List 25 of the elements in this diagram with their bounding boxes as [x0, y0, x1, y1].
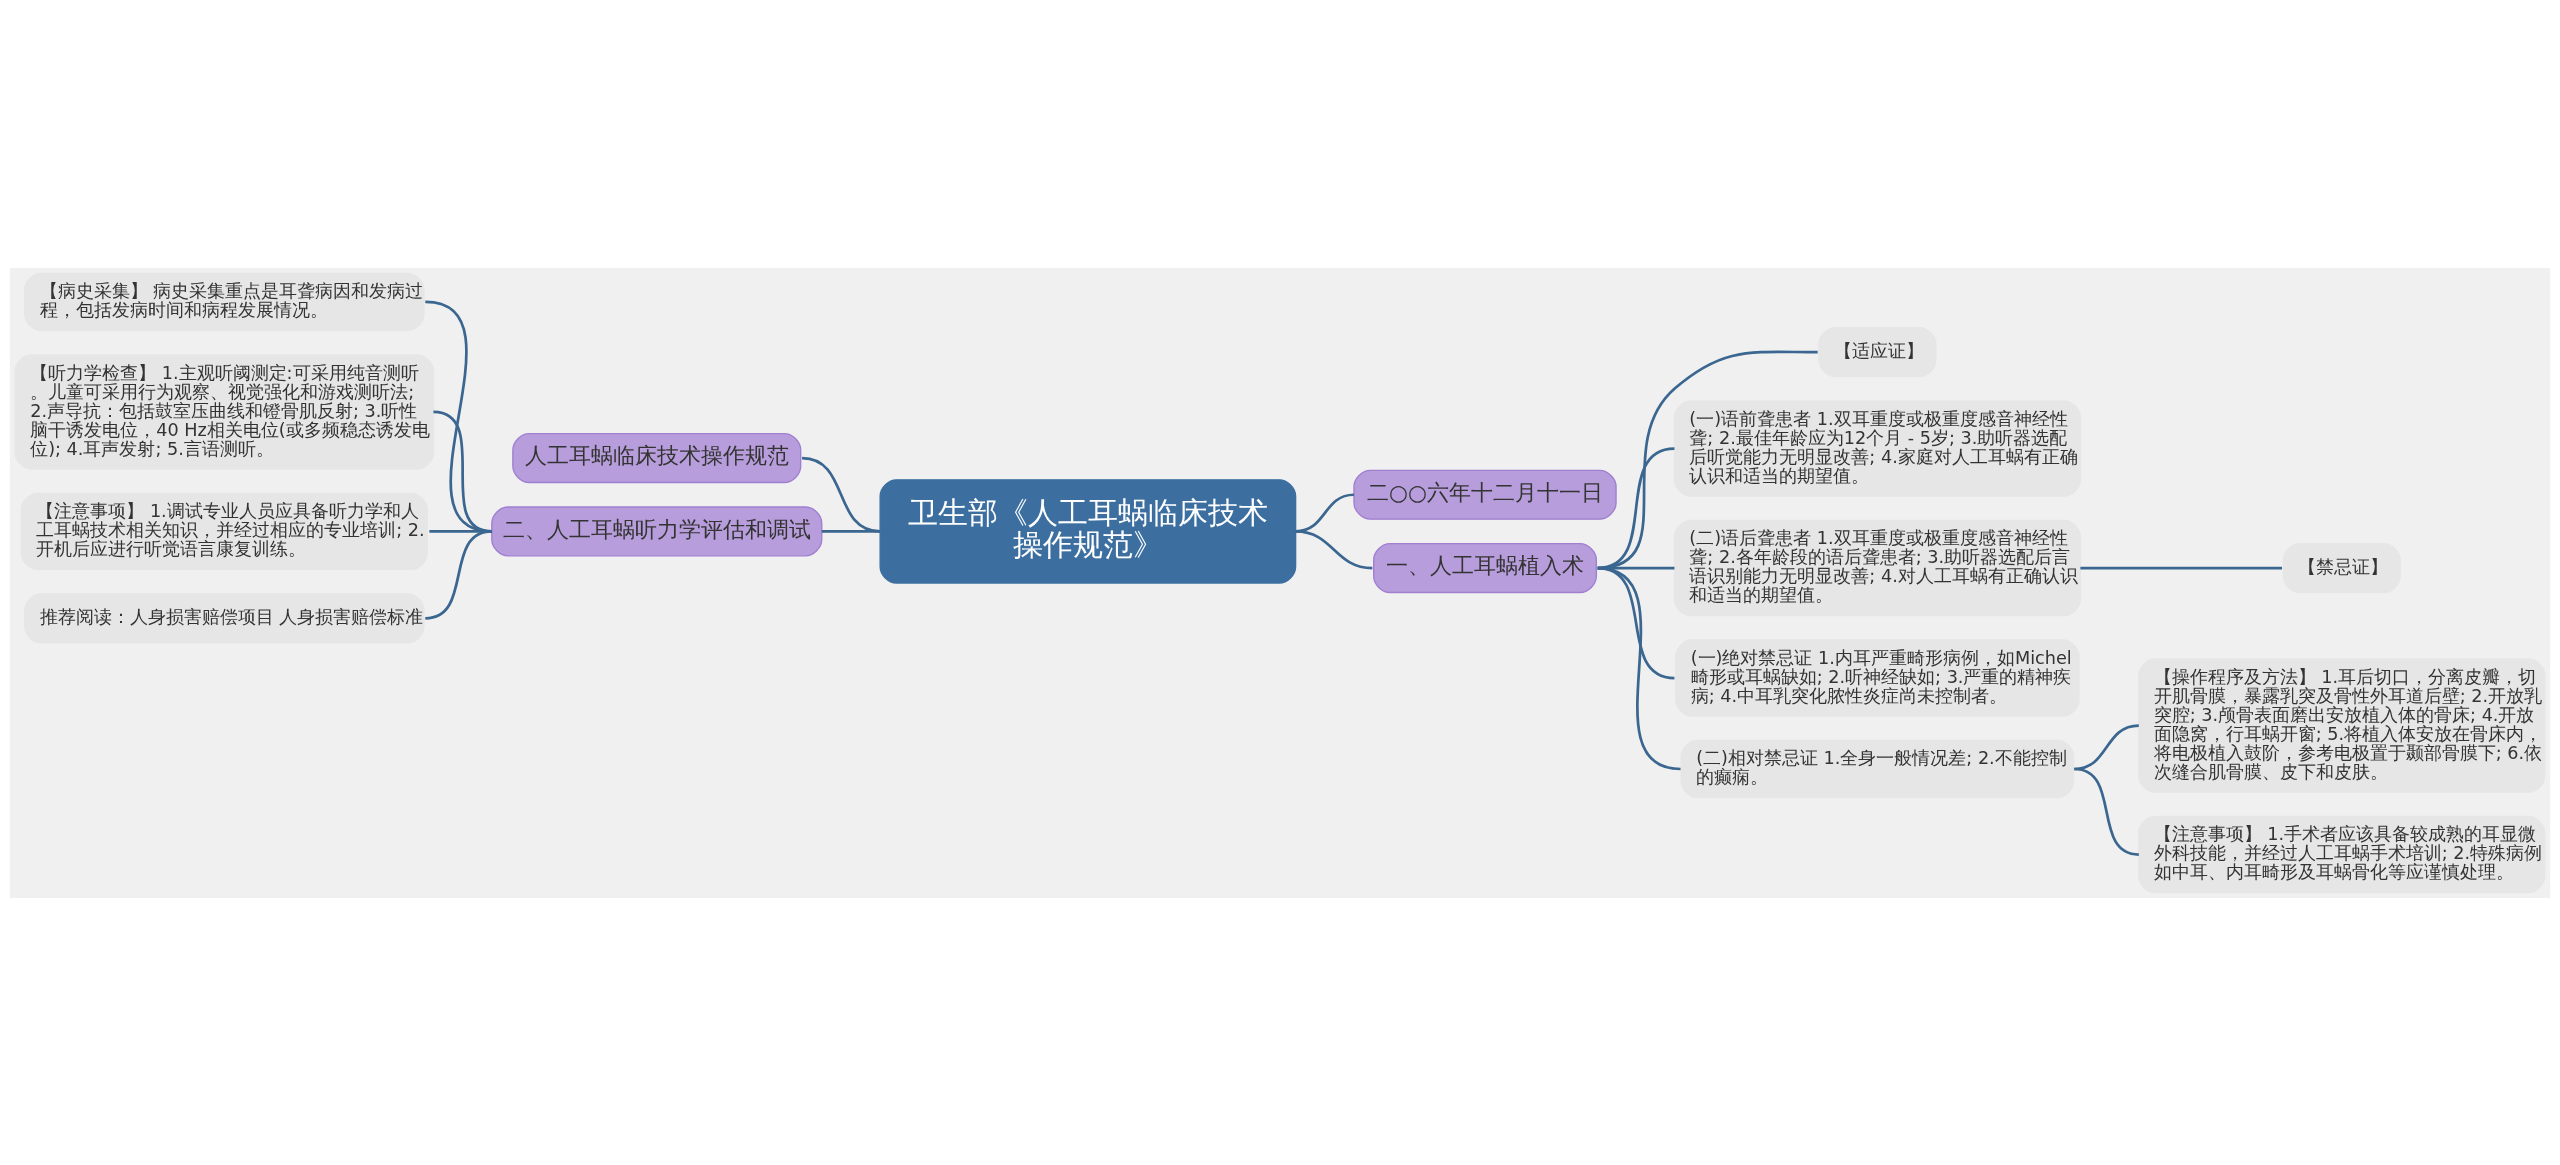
- node-box: 【操作程序及方法】 1.耳后切口，分离皮瓣，切开肌骨膜，暴露乳突及骨性外耳道后壁; 2.开放乳突腔; 3.颅骨表面磨出安放植入体的骨床; 4.开放面隐窝，行耳蜗开窗; 5.将植入体安放在骨床内，将电极植入鼓阶，参考电极置于颞部骨膜下; 6.依次缝合肌骨膜、皮下和皮肤。: [2138, 657, 2546, 793]
- node-box: 二○○六年十二月十一日: [1353, 469, 1617, 520]
- node-box: 【病史采集】 病史采集重点是耳聋病因和发病过程，包括发病时间和病程发展情况。: [24, 272, 425, 331]
- node-box: 一、人工耳蜗植入术: [1373, 542, 1598, 593]
- node-box: 【听力学检查】 1.主观听阈测定:可采用纯音测听。儿童可采用行为观察、视觉强化和游戏测听法; 2.声导抗：包括鼓室压曲线和镫骨肌反射; 3.听性脑干诱发电位，40 Hz相关电位(或多频稳态诱发电位); 4.耳声发射; 5.言语测听。: [14, 353, 435, 470]
- connector: [821, 529, 881, 533]
- connector: [1295, 529, 1373, 569]
- node-box: 【注意事项】 1.手术者应该具备较成熟的耳显微外科技能，并经过人工耳蜗手术培训; 2.特殊病例如中耳、内耳畸形及耳蜗骨化等应谨慎处理。: [2138, 815, 2546, 893]
- connector: [2080, 566, 2283, 569]
- node-box: (一)语前聋患者 1.双耳重度或极重度感音神经性聋; 2.最佳年龄应为12个月 - 5岁; 3.助听器选配后听觉能力无明显改善; 4.家庭对人工耳蜗有正确认识和适当的期望值。: [1673, 399, 2082, 497]
- node-box: 推荐阅读：人身损害赔偿项目 人身损害赔偿标准: [24, 592, 425, 643]
- node-box: (二)语后聋患者 1.双耳重度或极重度感音神经性聋; 2.各年龄段的语后聋患者; 3.助听器选配后言语识别能力无明显改善; 4.对人工耳蜗有正确认识和适当的期望值。: [1673, 519, 2082, 616]
- connector: [425, 529, 493, 620]
- connector: [801, 456, 881, 533]
- connector: [1597, 566, 1681, 770]
- node-box: 二、人工耳蜗听力学评估和调试: [491, 505, 823, 556]
- connector: [2074, 723, 2139, 770]
- node-box: 【注意事项】 1.调试专业人员应具备听力学和人工耳蜗技术相关知识，并经过相应的专业培训; 2.开机后应进行听觉语言康复训练。: [20, 492, 428, 570]
- node-box: (一)绝对禁忌证 1.内耳严重畸形病例，如Michel畸形或耳蜗缺如; 2.听神经缺如; 3.严重的精神疾病; 4.中耳乳突化脓性炎症尚未控制者。: [1675, 638, 2080, 717]
- node-box: 【禁忌证】: [2282, 542, 2401, 593]
- node-box: 卫生部《人工耳蜗临床技术操作规范》: [879, 478, 1297, 584]
- node-box: (二)相对禁忌证 1.全身一般情况差; 2.不能控制的癫痫。: [1680, 739, 2075, 798]
- node-box: 【适应证】: [1818, 326, 1937, 377]
- connector: [2074, 767, 2139, 856]
- node-box: 人工耳蜗临床技术操作规范: [512, 432, 802, 483]
